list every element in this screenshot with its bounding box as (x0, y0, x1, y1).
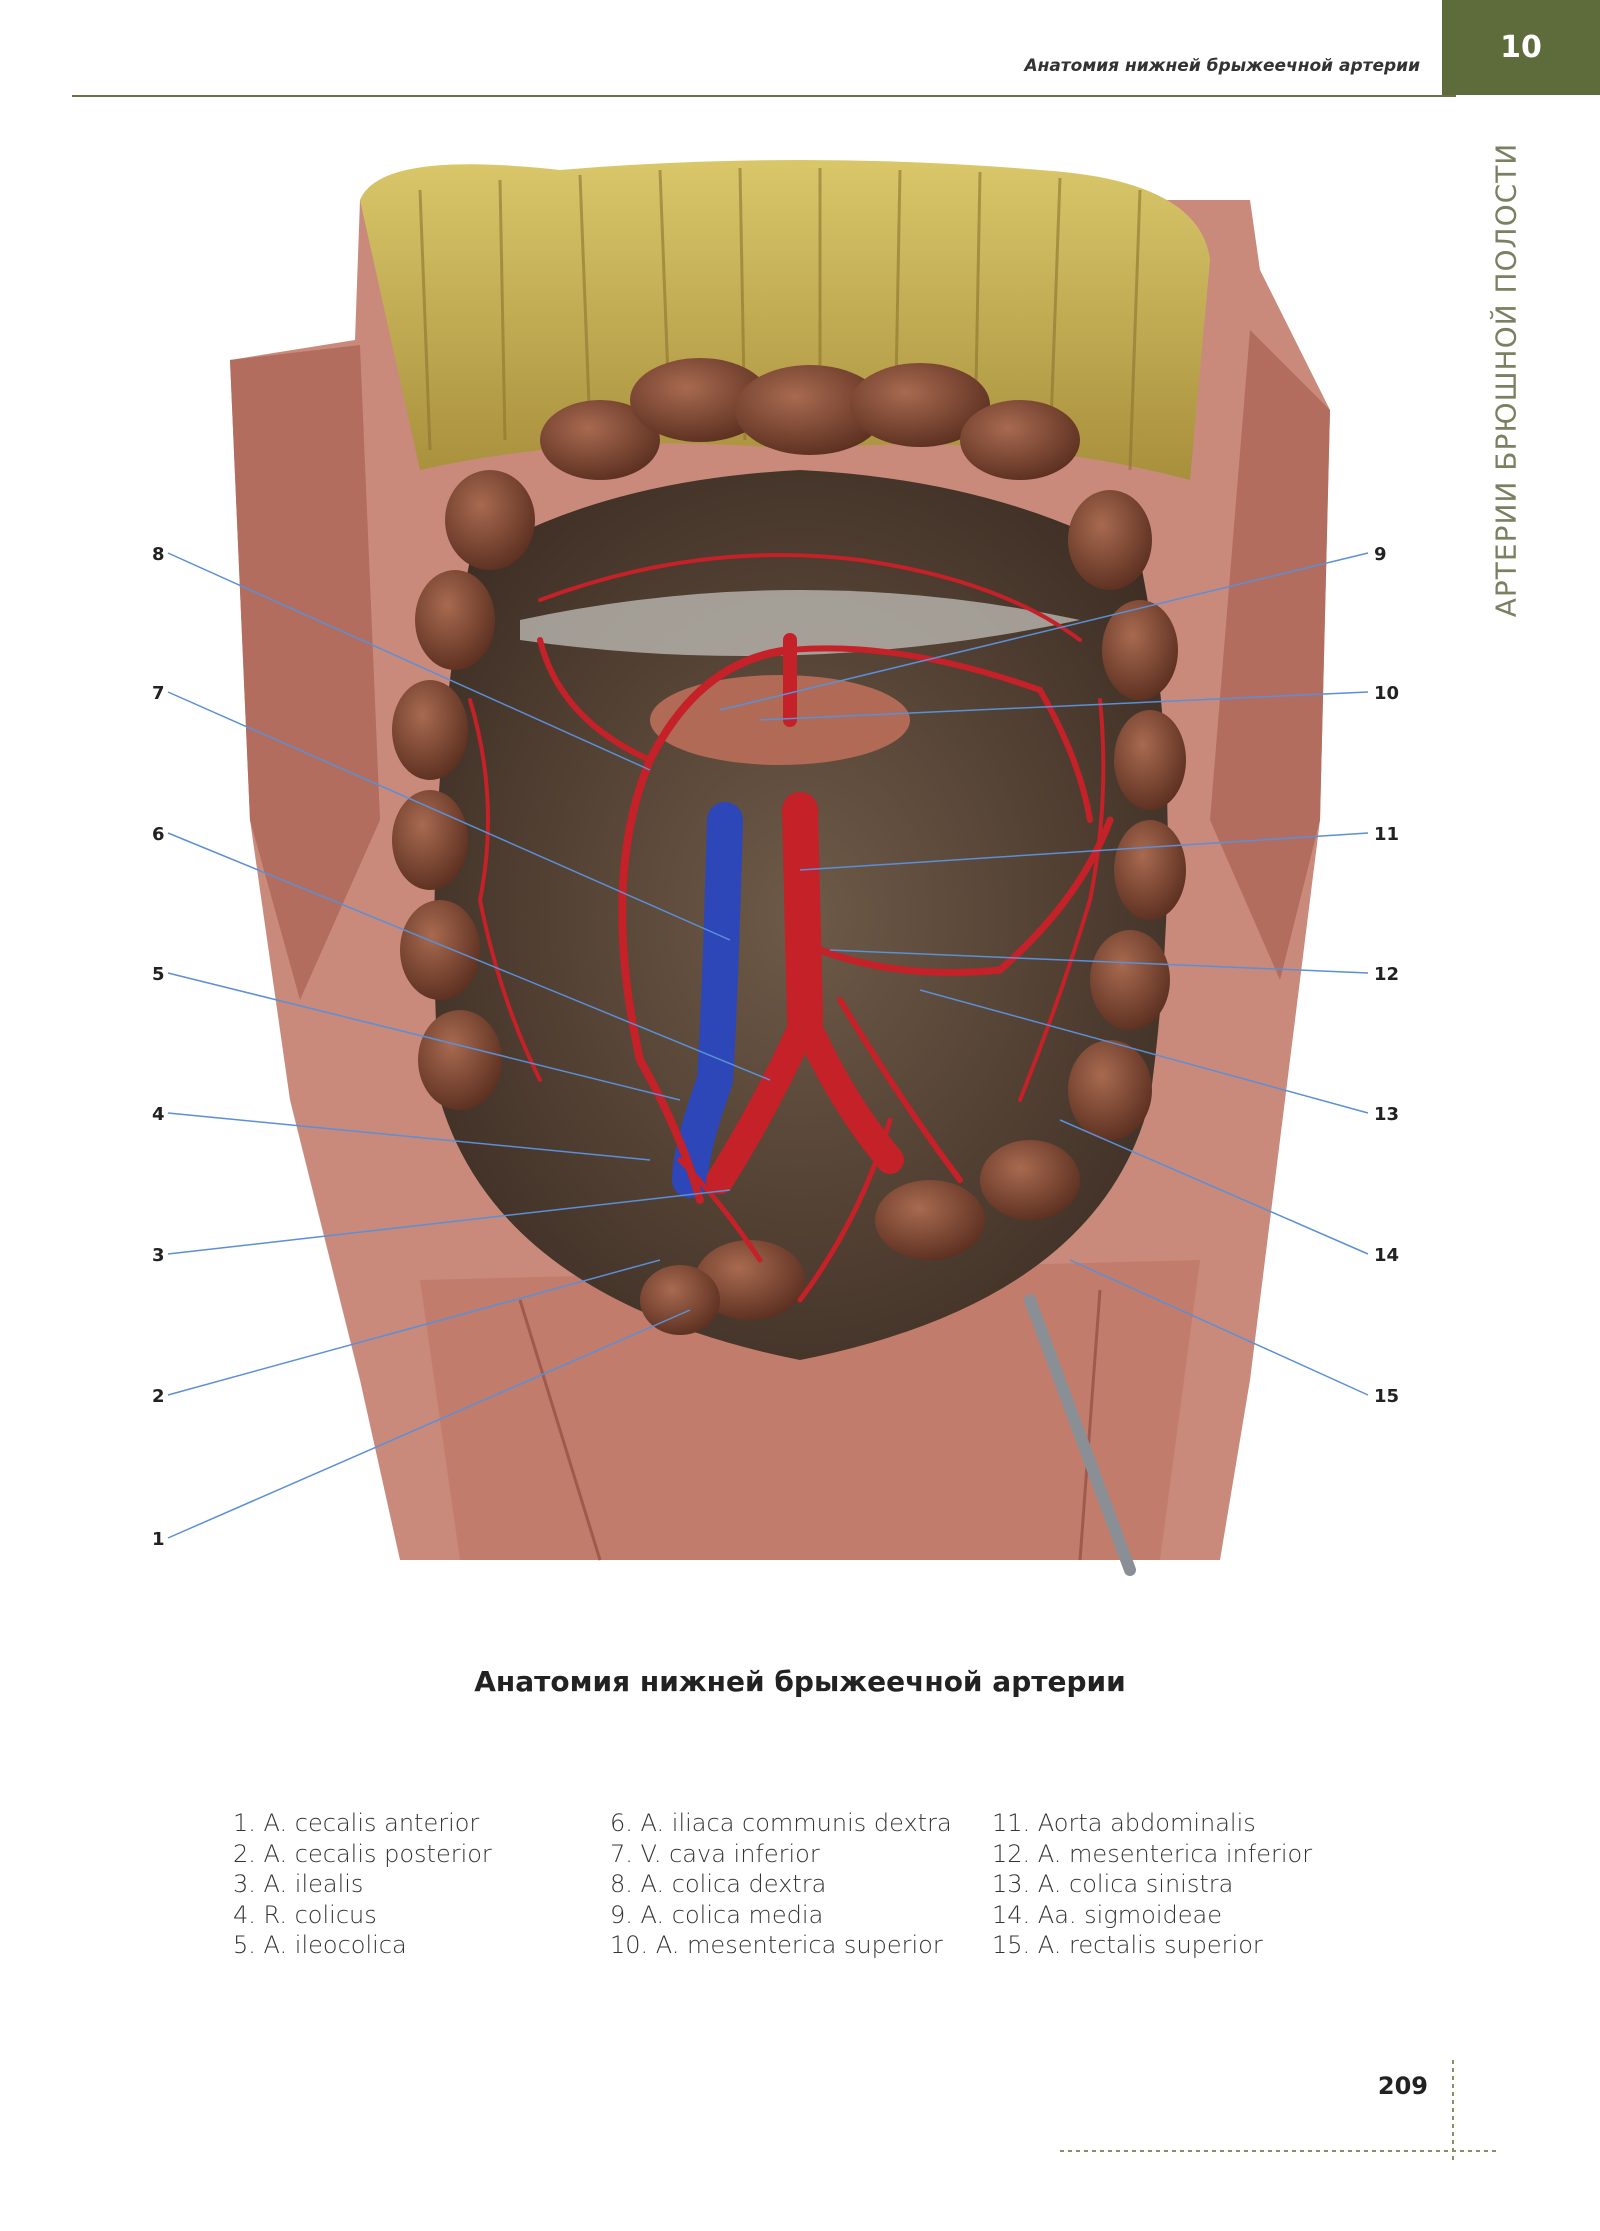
legend-item: 3. A. ilealis (233, 1870, 364, 1898)
running-title: Анатомия нижней брыжеечной артерии (1024, 56, 1420, 76)
callout-2: 2 (152, 1386, 165, 1407)
legend-item: 14. Aa. sigmoideae (992, 1900, 1222, 1929)
legend-item: 4. R. colicus (233, 1900, 377, 1929)
callout-4: 4 (152, 1104, 165, 1125)
callout-15: 15 (1374, 1386, 1399, 1407)
callout-3: 3 (152, 1245, 165, 1266)
legend-item: 15. A. rectalis superior (992, 1931, 1263, 1959)
legend-item: 13. A. colica sinistra (992, 1870, 1234, 1898)
legend-item: 1. A. cecalis anterior (233, 1809, 480, 1837)
colon (392, 358, 1186, 1335)
callouts-right: 9 10 11 12 13 14 15 (1374, 544, 1399, 1407)
callout-14: 14 (1374, 1245, 1399, 1266)
arterial-tree (468, 553, 1114, 1303)
callout-11: 11 (1374, 824, 1399, 845)
legend-column-2: 6. A. iliaca communis dextra 7. V. cava … (610, 1808, 952, 1961)
callout-10: 10 (1374, 683, 1399, 704)
legend-item: 9. A. colica media (610, 1900, 824, 1929)
legend-item: 5. A. ileocolica (233, 1931, 407, 1959)
legend-item: 8. A. colica dextra (610, 1870, 827, 1898)
figure-caption: Анатомия нижней брыжеечной артерии (474, 1665, 1126, 1698)
legend-item: 12. A. mesenterica inferior (992, 1839, 1313, 1868)
footer-dotted-rule-horizontal (1060, 2150, 1500, 2152)
callout-5: 5 (152, 964, 165, 985)
callout-12: 12 (1374, 964, 1399, 985)
callout-9: 9 (1374, 544, 1387, 565)
inferior-vena-cava (672, 802, 743, 1198)
legend-column-1: 1. A. cecalis anterior 2. A. cecalis pos… (233, 1808, 492, 1961)
chapter-number-tab: 10 (1442, 0, 1600, 95)
surgical-retractor (1024, 1294, 1136, 1576)
legend-item: 11. Aorta abdominalis (992, 1809, 1256, 1837)
footer-dotted-rule-vertical (1452, 2060, 1454, 2160)
callout-1: 1 (152, 1529, 165, 1550)
page-number: 209 (1377, 2072, 1428, 2100)
mesocolon (520, 590, 1080, 656)
legend-column-3: 11. Aorta abdominalis 12. A. mesenterica… (992, 1808, 1312, 1961)
legend-item: 7. V. cava inferior (610, 1839, 820, 1868)
callout-7: 7 (152, 683, 165, 704)
header-rule (72, 95, 1456, 97)
pancreas (650, 675, 910, 765)
callout-8: 8 (152, 544, 165, 565)
legend-item: 6. A. iliaca communis dextra (610, 1809, 952, 1837)
greater-omentum (360, 160, 1210, 480)
anatomy-illustration: 8 7 6 5 4 3 2 1 9 10 11 12 13 14 15 (152, 160, 1399, 1576)
legend-item: 10. A. mesenterica superior (610, 1931, 943, 1959)
leader-lines (167, 552, 1369, 1539)
callout-6: 6 (152, 824, 165, 845)
legend-item: 2. A. cecalis posterior (233, 1839, 492, 1868)
callouts-left: 8 7 6 5 4 3 2 1 (152, 544, 165, 1550)
callout-13: 13 (1374, 1104, 1399, 1125)
